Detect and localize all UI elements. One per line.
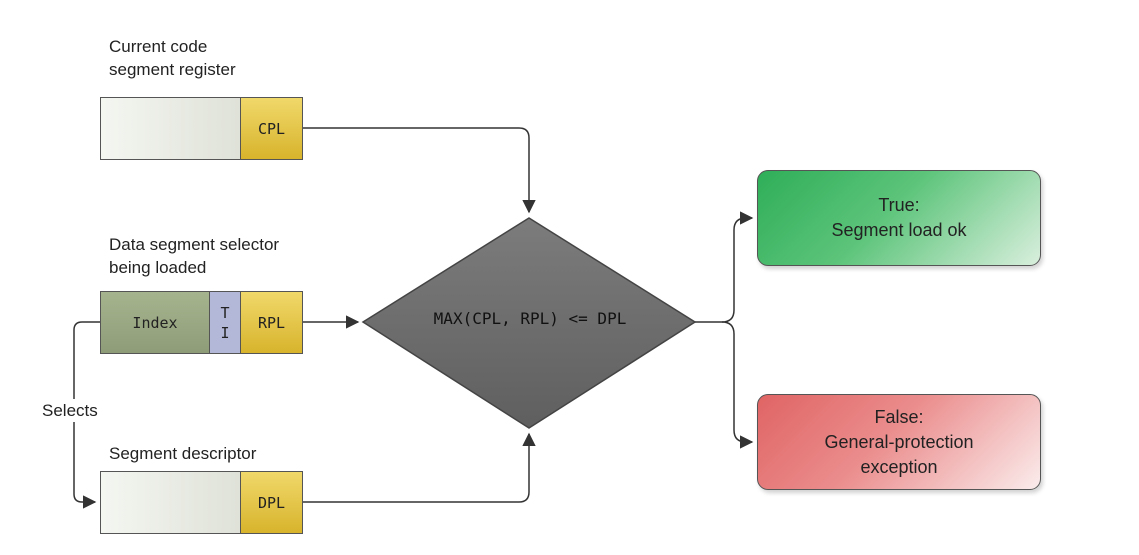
code-segment-blank-field xyxy=(101,98,240,159)
ti-field-t: T xyxy=(220,303,230,322)
decision-diamond xyxy=(361,217,697,429)
outcome-false-text-line1: General-protection xyxy=(824,431,974,452)
code-segment-caption-line1: Current code xyxy=(109,37,208,56)
outcome-true-box: True: Segment load ok xyxy=(757,170,1041,266)
data-segment-selector: Index T I RPL xyxy=(100,291,303,354)
outcome-false-text-line2: exception xyxy=(860,456,938,477)
outcome-true-text: Segment load ok xyxy=(831,220,967,240)
true-connector xyxy=(721,211,754,323)
selector-caption-line1: Data segment selector xyxy=(109,235,280,254)
ti-field-i: I xyxy=(220,323,230,342)
code-segment-caption: Current code segment register xyxy=(109,35,236,81)
segment-descriptor: DPL xyxy=(100,471,303,534)
ti-field: T I xyxy=(209,292,240,353)
selector-caption-line2: being loaded xyxy=(109,258,207,277)
dpl-field: DPL xyxy=(240,472,302,533)
decision-condition: MAX(CPL, RPL) <= DPL xyxy=(433,309,627,328)
code-segment-caption-line2: segment register xyxy=(109,60,236,79)
cpl-field: CPL xyxy=(240,98,302,159)
false-connector xyxy=(721,321,754,449)
outcome-true-title: True: xyxy=(878,195,920,215)
code-segment-register: CPL xyxy=(100,97,303,160)
descriptor-blank-field xyxy=(101,472,240,533)
selects-label: Selects xyxy=(40,399,100,422)
index-field: Index xyxy=(101,292,209,353)
outcome-false-box: False: General-protection exception xyxy=(757,394,1041,490)
rpl-field: RPL xyxy=(240,292,302,353)
descriptor-caption: Segment descriptor xyxy=(109,444,257,463)
dpl-connector xyxy=(302,432,536,503)
cpl-connector xyxy=(302,127,536,214)
outcome-false-title: False: xyxy=(874,406,924,427)
selector-caption: Data segment selector being loaded xyxy=(109,233,279,279)
